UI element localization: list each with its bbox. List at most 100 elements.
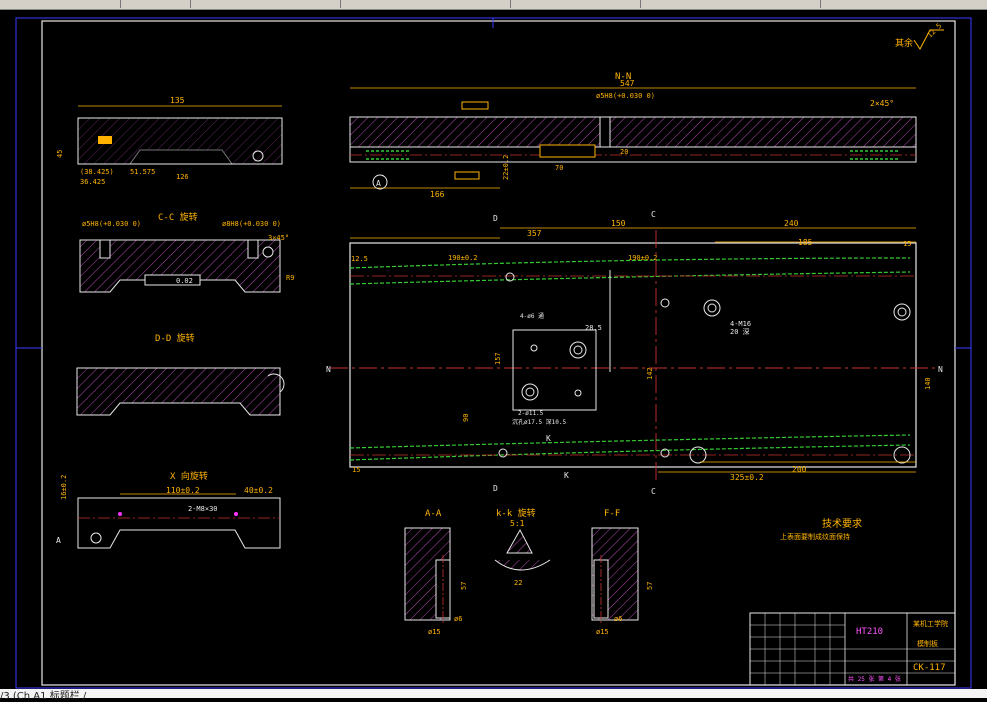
nn-dim-166: 166 — [430, 190, 445, 199]
view-x-label: X 向旋转 — [170, 470, 208, 482]
nn-dim-22: 22±0.2 — [502, 155, 510, 180]
title-sheet: 共 25 张 第 4 张 — [848, 675, 901, 683]
main-dim-12-5: 12.5 — [351, 255, 368, 263]
aa-dim-6: ø6 — [454, 615, 462, 623]
nn-dim-20: 20 — [620, 148, 628, 156]
tl-dim-126: 126 — [176, 173, 189, 181]
view-kk-scale: 5:1 — [510, 519, 525, 528]
nn-lower-strip — [349, 146, 917, 163]
tl-dim-51: 51.575 — [130, 168, 155, 176]
view-cc-label: C-C 旋转 — [158, 211, 198, 223]
view-aa: A-A 57 ø6 ø15 — [404, 509, 468, 636]
inner-frame — [41, 20, 956, 686]
toolbar-cell[interactable] — [340, 0, 511, 8]
tl-dim-38: (38.425) — [80, 168, 114, 176]
main-label-k-top: K — [546, 434, 551, 443]
toolbar-cell[interactable] — [120, 0, 191, 8]
main-dim-185: 185 — [798, 238, 813, 247]
cad-drawing-canvas[interactable]: 其余 12.5 N-N 547 2×45° ø5H8(+0.030 0) 20 … — [0, 9, 987, 689]
roughness-label: 其余 — [895, 37, 913, 49]
view-ff: F-F 57 ø6 ø15 — [591, 509, 654, 636]
view-top-left: 135 45 36.425 (38.425) 51.575 126 — [56, 96, 283, 186]
technical-notes: 技术要求 上表面要制成纹面保持 — [780, 517, 862, 541]
nn-section-body — [349, 116, 917, 148]
roughness-value: 12.5 — [926, 22, 944, 40]
main-dim-15b: 15 — [903, 240, 911, 248]
title-part-name: 模制板 — [917, 639, 938, 648]
cc-chamfer: 3×45° — [268, 234, 289, 242]
x-dim-110: 110±0.2 — [166, 486, 200, 495]
view-kk: k-k 旋转 5:1 22 — [494, 507, 551, 587]
view-kk-label: k-k 旋转 — [496, 507, 536, 519]
window-top-strip — [0, 0, 987, 10]
main-outline — [349, 242, 917, 468]
view-aa-label: A-A — [425, 509, 442, 519]
nn-dim-547: 547 — [620, 79, 635, 88]
view-dd: D-D 旋转 — [76, 332, 285, 416]
main-dim-90: 90 — [462, 414, 470, 422]
x-thread-note: 2-M8×30 — [188, 505, 218, 513]
tl-dim-135: 135 — [170, 96, 185, 105]
main-dim-142: 142 — [646, 367, 654, 380]
tl-dim-36: 36.425 — [80, 178, 105, 186]
main-label-c-bottom: C — [651, 487, 656, 496]
view-x: X 向旋转 110±0.2 40±0.2 16±0.2 2-M8×30 A — [56, 470, 281, 549]
main-label-n-right: N — [938, 365, 943, 374]
main-thread-4m16: 4-M16 — [730, 320, 751, 328]
nn-datum-a: A — [376, 179, 381, 188]
main-dim-240: 240 — [784, 219, 799, 228]
cc-hole-fit-b: ø8H8(+0.030 0) — [222, 220, 281, 228]
main-cbore-b: 沉孔ø17.5 深10.5 — [512, 418, 567, 426]
main-dim-28-5: 28.5 — [585, 324, 602, 332]
kk-dim-4: 22 — [514, 579, 522, 587]
main-inset-plate — [512, 329, 597, 411]
main-dim-150: 150 — [611, 219, 626, 228]
nn-hole-fit: ø5H8(+0.030 0) — [596, 92, 655, 100]
title-company: 某机工学院 — [913, 619, 948, 628]
ff-dim-57: 57 — [646, 582, 654, 590]
toolbar-cell[interactable] — [190, 0, 341, 8]
main-label-k-bottom: K — [564, 471, 569, 480]
main-label-n-left: N — [326, 365, 331, 374]
view-nn: N-N 547 2×45° ø5H8(+0.030 0) 20 70 166 2… — [349, 72, 917, 199]
tech-title: 技术要求 — [822, 517, 862, 530]
aa-dim-57: 57 — [460, 582, 468, 590]
toolbar-cell[interactable] — [0, 0, 121, 8]
main-hole-4x6: 4-ø6 通 — [520, 312, 544, 320]
main-dim-140: 140 — [924, 377, 932, 390]
main-dim-190a: 190±0.2 — [448, 254, 478, 262]
cc-flatness: 0.02 — [176, 277, 193, 285]
x-dim-16: 16±0.2 — [60, 475, 68, 500]
view-cc: C-C 旋转 0.02 ø5H8(+0.030 0) ø8H8(+0.030 0… — [79, 211, 294, 293]
main-label-c-top: C — [651, 210, 656, 219]
view-main-plan: 357 150 240 185 12.5 190±0.2 190±0.2 142… — [326, 210, 943, 496]
cc-radius: R9 — [286, 274, 294, 282]
status-bar: /3 (Ch A1 标题栏 / — [0, 689, 987, 702]
view-dd-label: D-D 旋转 — [155, 332, 195, 344]
ff-dim-15: ø15 — [596, 628, 609, 636]
title-drawing-no: CK-117 — [913, 663, 946, 673]
tl-dim-45: 45 — [56, 150, 64, 158]
main-label-d-bottom: D — [493, 484, 498, 493]
nn-chamfer: 2×45° — [870, 99, 894, 108]
x-dim-40: 40±0.2 — [244, 486, 273, 495]
main-cbore-a: 2-ø11.5 — [518, 410, 544, 417]
main-dim-15a: 15 — [352, 466, 360, 474]
x-datum-a: A — [56, 536, 61, 545]
ff-dim-6: ø6 — [614, 615, 622, 623]
tech-line: 上表面要制成纹面保持 — [780, 532, 850, 541]
aa-dim-15: ø15 — [428, 628, 441, 636]
title-material: HT210 — [856, 627, 883, 637]
main-dim-157: 157 — [494, 352, 502, 365]
toolbar-cell[interactable] — [640, 0, 821, 8]
roughness-symbol: 其余 12.5 — [895, 22, 944, 50]
main-dim-325: 325±0.2 — [730, 473, 764, 482]
status-text: /3 (Ch A1 标题栏 / — [0, 691, 87, 702]
main-dim-190b: 190±0.2 — [628, 254, 658, 262]
toolbar-cell[interactable] — [510, 0, 641, 8]
view-ff-label: F-F — [604, 509, 620, 519]
main-dim-200: 200 — [792, 465, 807, 474]
main-label-d-top: D — [493, 214, 498, 223]
nn-dim-70: 70 — [555, 164, 563, 172]
cc-hole-fit-a: ø5H8(+0.030 0) — [82, 220, 141, 228]
